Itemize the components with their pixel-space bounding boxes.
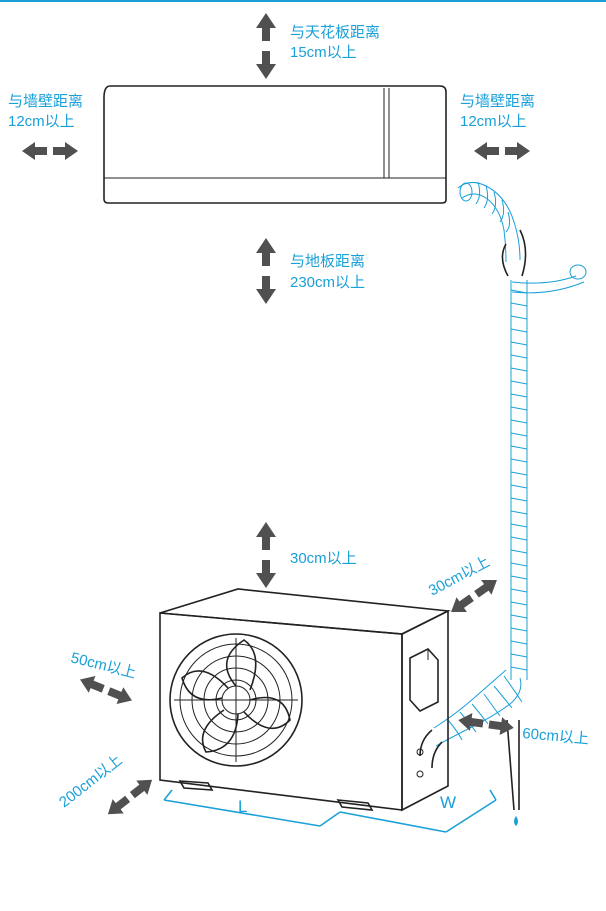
pipe-wrap-rib (510, 432, 528, 437)
pipe-wrap-rib (510, 393, 528, 398)
outdoor-unit-icon (159, 588, 451, 812)
dimension-length: L (238, 797, 247, 816)
outdoor-right-label: 60cm以上 (522, 725, 590, 748)
pipe-icon (419, 181, 587, 811)
pipe-wrap-rib (510, 471, 528, 476)
pipe-wrap-rib (510, 614, 528, 619)
pipe-wrap-rib (510, 445, 528, 450)
ceiling-clearance-arrow (256, 13, 276, 79)
water-drop-icon (514, 816, 518, 826)
pipe-wrap-rib (510, 588, 528, 593)
pipe-wrap-rib (510, 354, 528, 359)
pipe-wrap-rib (510, 653, 528, 658)
pipe-wrap-rib (510, 289, 528, 294)
wall-left-value: 12cm以上 (8, 113, 75, 130)
wall-left-clearance-arrow (22, 142, 78, 160)
pipe-wrap-rib (510, 523, 528, 528)
pipe-wrap-rib (510, 328, 528, 333)
outdoor-front-label: 200cm以上 (56, 752, 126, 812)
indoor-unit-icon (103, 85, 447, 204)
wall-right-value: 12cm以上 (460, 113, 527, 130)
outdoor-left-label: 50cm以上 (69, 649, 138, 682)
outdoor-top-label: 30cm以上 (290, 550, 357, 567)
floor-clearance-arrow (256, 238, 276, 304)
pipe-wrap-rib (510, 510, 528, 515)
pipe-wrap-rib (510, 406, 528, 411)
pipe-wrap-rib (510, 536, 528, 541)
ceiling-title: 与天花板距离 (290, 23, 380, 41)
outdoor-top-clearance-arrow (256, 522, 276, 588)
outdoor-right-clearance-arrow (457, 711, 515, 737)
wall-right-title: 与墙壁距离 (460, 93, 535, 110)
pipe-wrap-rib (510, 302, 528, 307)
wall-left-title: 与墙壁距离 (8, 93, 83, 110)
wall-right-clearance-arrow (474, 142, 530, 160)
floor-title: 与地板距离 (290, 252, 365, 270)
pipe-wrap-rib (510, 562, 528, 567)
outdoor-front-clearance-arrow (102, 772, 158, 822)
pipe-wrap-rib (510, 666, 528, 671)
pipe-wrap-rib (510, 419, 528, 424)
pipe-wrap-rib (510, 380, 528, 385)
pipe-wrap-rib (510, 484, 528, 489)
pipe-wrap-rib (510, 549, 528, 554)
floor-value: 230cm以上 (290, 274, 365, 291)
ceiling-value: 15cm以上 (290, 44, 357, 61)
pipe-wrap-rib (510, 575, 528, 580)
pipe-wrap-rib (510, 640, 528, 645)
pipe-wrap-rib (510, 497, 528, 502)
dimension-lines (163, 789, 497, 833)
pipe-wrap-rib (510, 367, 528, 372)
pipe-wrap-rib (510, 315, 528, 320)
pipe-wrap-rib (510, 458, 528, 463)
pipe-wrap-rib (510, 601, 528, 606)
dimension-width: W (440, 793, 456, 812)
pipe-wrap-rib (510, 341, 528, 346)
pipe-wrap-rib (510, 627, 528, 632)
fan-icon (169, 633, 303, 767)
